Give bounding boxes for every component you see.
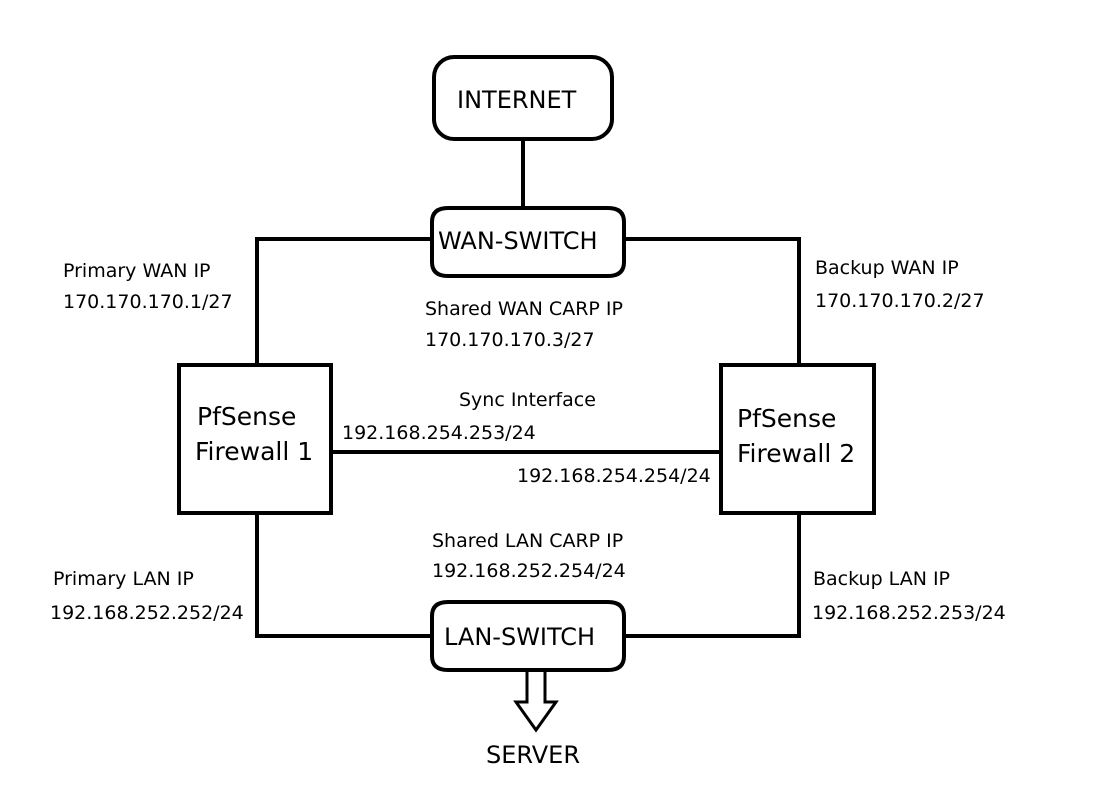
sync-fw2-ip: 192.168.254.254/24 xyxy=(517,465,711,487)
wan-switch-label: WAN-SWITCH xyxy=(438,227,598,255)
fw2-lan-link xyxy=(624,513,801,638)
firewall2-line1: PfSense xyxy=(737,404,837,433)
wan-switch-shape xyxy=(430,206,626,278)
shared-lan-carp-ip: 192.168.252.254/24 xyxy=(432,560,626,582)
firewall1-line2: Firewall 1 xyxy=(195,437,314,466)
fw1-wan-link xyxy=(255,237,432,365)
internet-label: INTERNET xyxy=(457,86,577,114)
backup-lan-title: Backup LAN IP xyxy=(813,568,951,590)
sync-fw1-ip: 192.168.254.253/24 xyxy=(342,422,536,444)
backup-lan-ip: 192.168.252.253/24 xyxy=(812,602,1006,624)
lan-switch-label: LAN-SWITCH xyxy=(444,623,596,651)
primary-wan-title: Primary WAN IP xyxy=(63,260,211,282)
fw1-lan-link xyxy=(255,513,432,638)
shared-lan-carp-title: Shared LAN CARP IP xyxy=(432,530,624,552)
server-arrow xyxy=(513,670,559,733)
firewall1-label: PfSense Firewall 1 xyxy=(179,399,331,469)
server-label: SERVER xyxy=(486,741,581,769)
backup-wan-title: Backup WAN IP xyxy=(815,257,959,279)
primary-lan-ip: 192.168.252.252/24 xyxy=(50,602,244,624)
firewall1-line1: PfSense xyxy=(197,402,297,431)
fw2-wan-link xyxy=(624,237,801,365)
firewall2-label: PfSense Firewall 2 xyxy=(721,401,874,471)
sync-interface-title: Sync Interface xyxy=(459,389,596,411)
primary-lan-title: Primary LAN IP xyxy=(53,568,194,590)
shared-wan-carp-title: Shared WAN CARP IP xyxy=(425,298,623,320)
backup-wan-ip: 170.170.170.2/27 xyxy=(815,290,985,312)
primary-wan-ip: 170.170.170.1/27 xyxy=(63,291,233,313)
shared-wan-carp-ip: 170.170.170.3/27 xyxy=(425,329,595,351)
lan-switch-shape xyxy=(430,600,626,672)
firewall2-line2: Firewall 2 xyxy=(737,439,856,468)
